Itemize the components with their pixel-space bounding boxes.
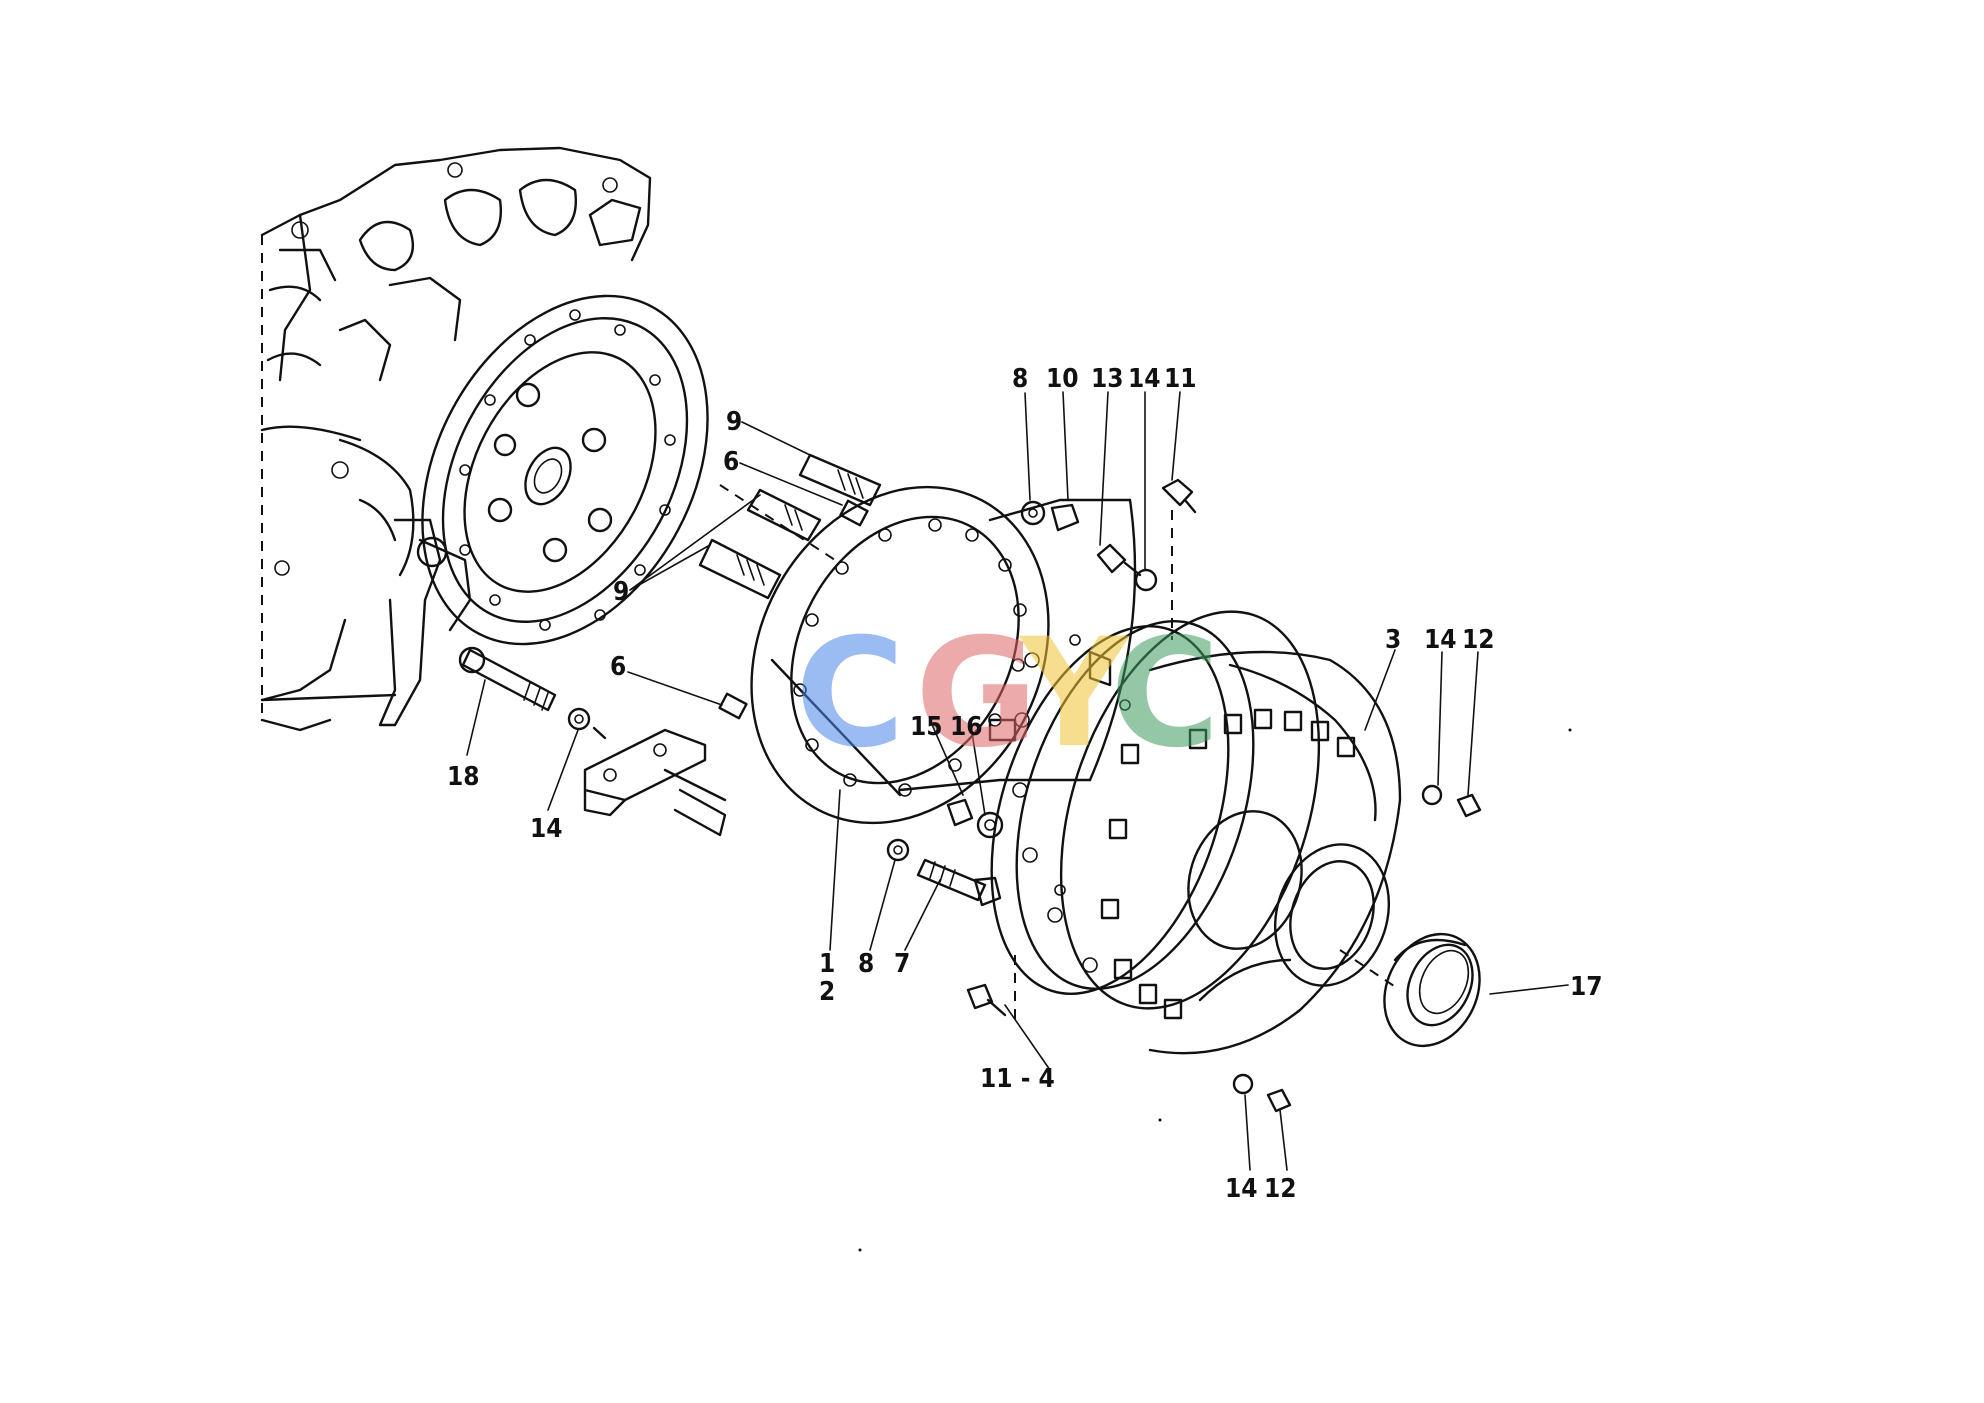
watermark-letter-2: G: [915, 607, 1038, 781]
leader-lines: [466, 391, 1569, 1171]
watermark: C G Y C: [795, 607, 1220, 781]
converter-housing: [990, 610, 1402, 1055]
seal-ring: [1383, 932, 1481, 1048]
callout-14-bottom: 14: [1225, 1174, 1258, 1204]
callout-14-left: 14: [530, 814, 563, 844]
callout-3: 3: [1385, 625, 1401, 655]
callout-14-top: 14: [1128, 364, 1161, 394]
callout-10: 10: [1046, 364, 1079, 394]
callout-labels: 9 6 9 8 10 13 14 11 3 14 12 6 15 16 18 1…: [447, 364, 1603, 1204]
callout-7: 7: [894, 949, 910, 979]
engine-block: [260, 146, 652, 732]
dowels: [718, 499, 869, 720]
bracket: [583, 728, 727, 837]
studs: [698, 453, 882, 600]
callout-11-top: 11: [1164, 364, 1197, 394]
watermark-letter-4: C: [1110, 607, 1220, 781]
callout-6-top: 6: [723, 447, 739, 477]
callout-1: 1: [819, 949, 835, 979]
callout-14-right: 14: [1424, 625, 1457, 655]
callout-12-bottom: 12: [1264, 1174, 1297, 1204]
flywheel: [421, 294, 709, 646]
housing-bolts: [1100, 708, 1356, 1020]
bolt-18: [458, 646, 557, 712]
hardware: [567, 478, 1482, 1113]
watermark-letter-1: C: [795, 607, 905, 781]
callout-8-top: 8: [1012, 364, 1028, 394]
callout-2: 2: [819, 977, 835, 1007]
adapter-housing: [750, 485, 1137, 825]
callout-17: 17: [1570, 972, 1603, 1002]
callout-11-4: 11 - 4: [980, 1064, 1055, 1094]
callout-8-bottom: 8: [858, 949, 874, 979]
callout-15: 15: [910, 712, 943, 742]
callout-9-left: 9: [613, 577, 629, 607]
callout-18: 18: [447, 762, 480, 792]
callout-6-left: 6: [610, 652, 626, 682]
callout-16: 16: [950, 712, 983, 742]
callout-13: 13: [1091, 364, 1124, 394]
callout-12-right: 12: [1462, 625, 1495, 655]
watermark-letter-3: Y: [1018, 607, 1131, 781]
callout-9-top: 9: [726, 407, 742, 437]
